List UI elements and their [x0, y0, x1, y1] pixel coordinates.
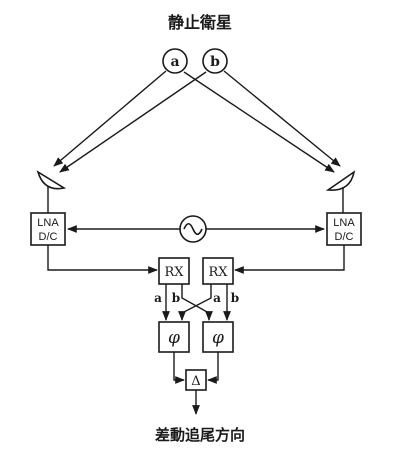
- phase-label-right: φ: [212, 328, 224, 348]
- output-label-left-a: a: [154, 291, 162, 305]
- lna-label-left: LNA: [37, 217, 59, 229]
- ray-b-to-right: [223, 70, 341, 167]
- lna-dc-box-right: LNA D/C: [326, 212, 362, 246]
- satellite-b-label: b: [210, 54, 220, 70]
- ray-b-to-left: [59, 71, 207, 173]
- if-connections: [47, 245, 345, 274]
- satellite-a: a: [162, 48, 188, 74]
- satellite-b: b: [202, 48, 228, 74]
- ray-a-to-left: [53, 70, 167, 167]
- receiver-box-right: RX: [202, 257, 234, 285]
- receiver-box-left: RX: [158, 257, 190, 285]
- dish-antenna-icon-left: [36, 170, 67, 213]
- lna-dc-box-left: LNA D/C: [30, 212, 66, 246]
- differencer-box: Δ: [185, 369, 207, 391]
- rx-output-paths: [162, 284, 231, 321]
- output-caption: 差動追尾方向: [155, 426, 245, 444]
- phase-detector-right: φ: [202, 321, 234, 353]
- output-label-right-b: b: [231, 291, 239, 305]
- dish-antenna-icon-right: [325, 170, 356, 213]
- receiver-label-left: RX: [164, 265, 184, 280]
- signal-rays: [53, 70, 341, 173]
- lna-label-right: LNA: [333, 217, 355, 229]
- receiver-label-right: RX: [208, 265, 228, 280]
- path-left-b: [181, 284, 213, 321]
- diagram-title: 静止衛星: [168, 13, 232, 32]
- satellite-a-label: a: [170, 54, 179, 70]
- path-right-a: [178, 284, 212, 321]
- dc-label-left: D/C: [39, 231, 58, 243]
- output-label-right-a: a: [213, 291, 221, 305]
- differencer-label: Δ: [191, 374, 200, 389]
- phase-label-left: φ: [168, 328, 180, 348]
- phase-detector-left: φ: [158, 321, 190, 353]
- output-label-left-b: b: [172, 291, 180, 305]
- phase-to-delta: [173, 352, 219, 384]
- dc-label-right: D/C: [335, 231, 354, 243]
- reference-oscillator: [67, 215, 325, 243]
- ray-a-to-right: [183, 71, 335, 173]
